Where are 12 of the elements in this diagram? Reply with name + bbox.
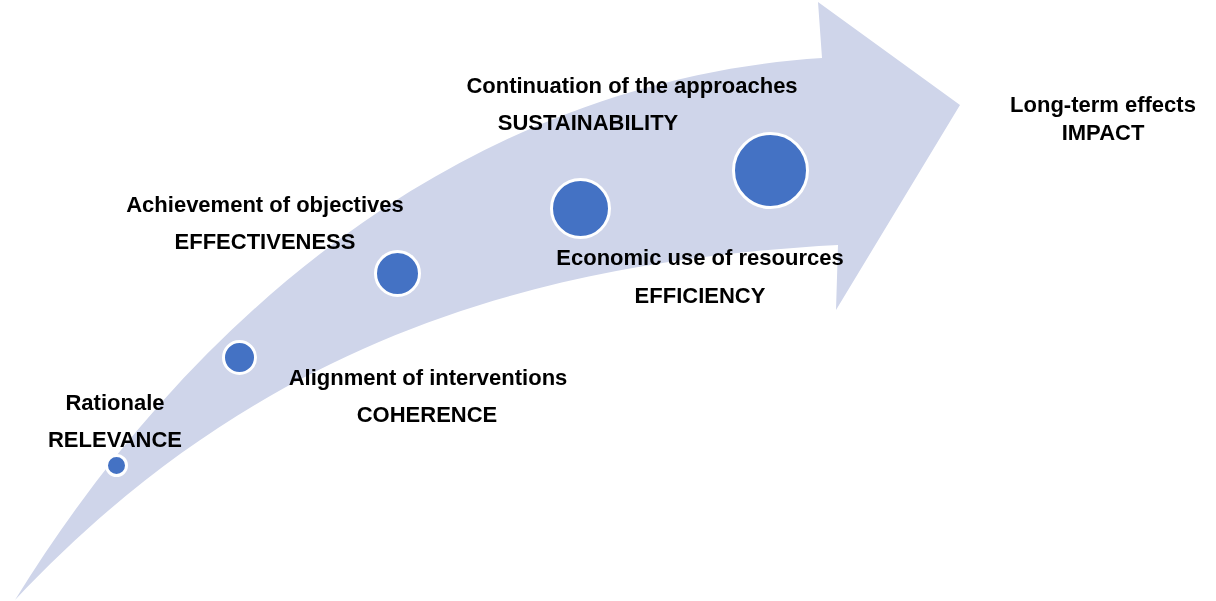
criterion-name: RELEVANCE (47, 427, 183, 453)
criterion-name: SUSTAINABILITY (497, 110, 679, 136)
stage-description: Alignment of interventions (288, 365, 568, 391)
stage-description: Economic use of resources (556, 245, 844, 271)
stage-description: Achievement of objectives (126, 192, 404, 218)
stage-description: Rationale (65, 390, 165, 416)
stage-description: Continuation of the approaches (466, 73, 798, 99)
criterion-name: EFFICIENCY (634, 283, 766, 309)
criterion-name: COHERENCE (356, 402, 498, 428)
criterion-name: EFFECTIVENESS (174, 229, 356, 255)
criterion-name: IMPACT (1061, 120, 1145, 146)
stage-description: Long-term effects (1010, 92, 1196, 118)
